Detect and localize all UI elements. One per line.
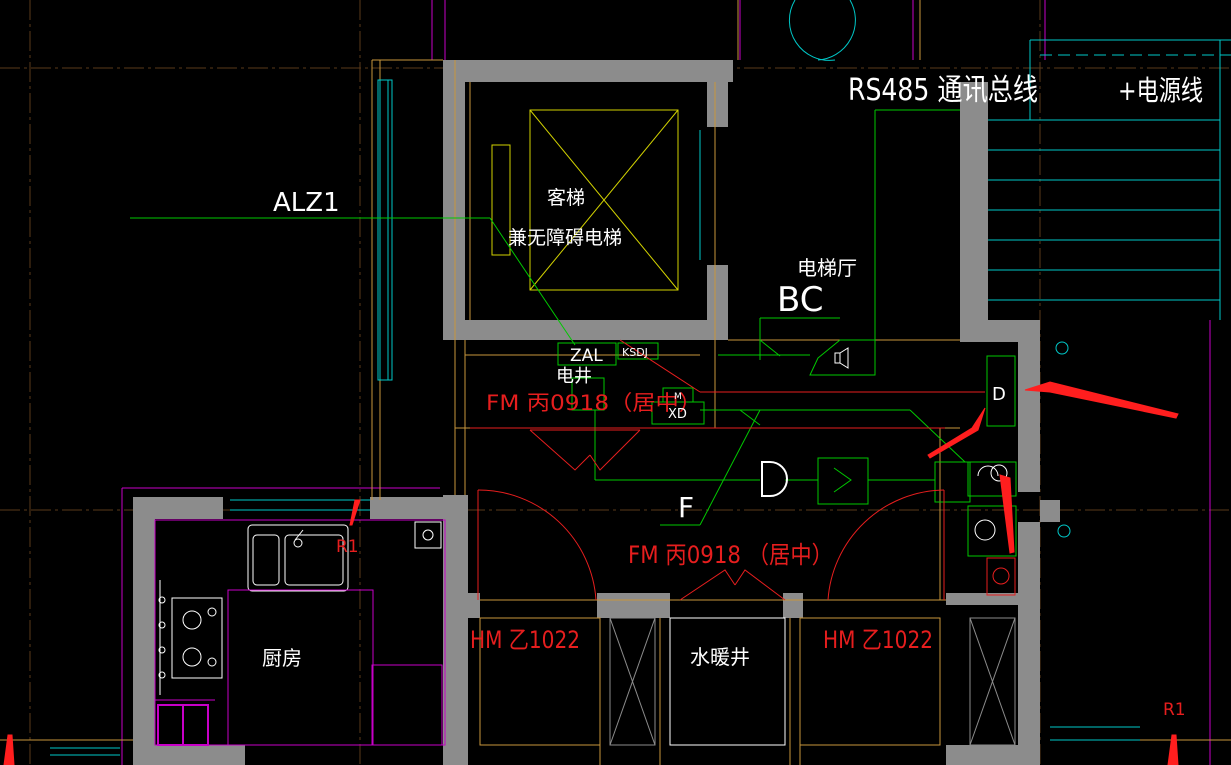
annotation-arrow-icon — [3, 381, 1179, 765]
sensor-icon[interactable] — [974, 341, 1071, 541]
ksdj-label: KSDJ — [622, 346, 648, 359]
r1-left-label: R1 — [336, 537, 359, 557]
green-wiring — [130, 109, 1017, 557]
elevator-label-1: 客梯 — [547, 187, 585, 209]
alz1-label: ALZ1 — [273, 188, 340, 218]
f-label: F — [678, 491, 694, 524]
hm-left-label: HM 乙1022 — [470, 626, 580, 654]
bc-label: BC — [777, 280, 823, 320]
magenta-lines — [121, 0, 1211, 765]
shafts-lower — [479, 617, 1016, 746]
red-elements — [470, 339, 1016, 601]
fm-main-label: FM 丙0918 （居中） — [628, 541, 833, 569]
d-box-label: D — [992, 384, 1006, 405]
power-line-label: +电源线 — [1118, 74, 1203, 107]
m-box-label: M — [674, 392, 682, 402]
rs485-label: RS485 通讯总线 — [848, 73, 1038, 108]
r1-right-label: R1 — [1163, 700, 1186, 720]
water-shaft-label: 水暖井 — [690, 645, 750, 669]
electric-shaft-label: 电井 — [556, 366, 592, 387]
speaker-icon[interactable] — [834, 347, 849, 369]
hm-right-label: HM 乙1022 — [823, 626, 933, 654]
zal-label: ZAL — [570, 346, 603, 366]
xd-box-label: XD — [668, 407, 687, 422]
walls — [133, 60, 1060, 765]
elevator-hall-label: 电梯厅 — [797, 256, 857, 280]
kitchen-label: 厨房 — [262, 646, 302, 670]
elevator-shaft — [491, 109, 679, 291]
elevator-label-2: 兼无障碍电梯 — [508, 227, 622, 249]
kitchen-fixtures — [154, 519, 446, 746]
fm-small-label: FM 丙0918（居中） — [486, 391, 702, 415]
d-symbol-icon[interactable] — [761, 461, 788, 497]
cyan-elements — [50, 0, 1231, 756]
